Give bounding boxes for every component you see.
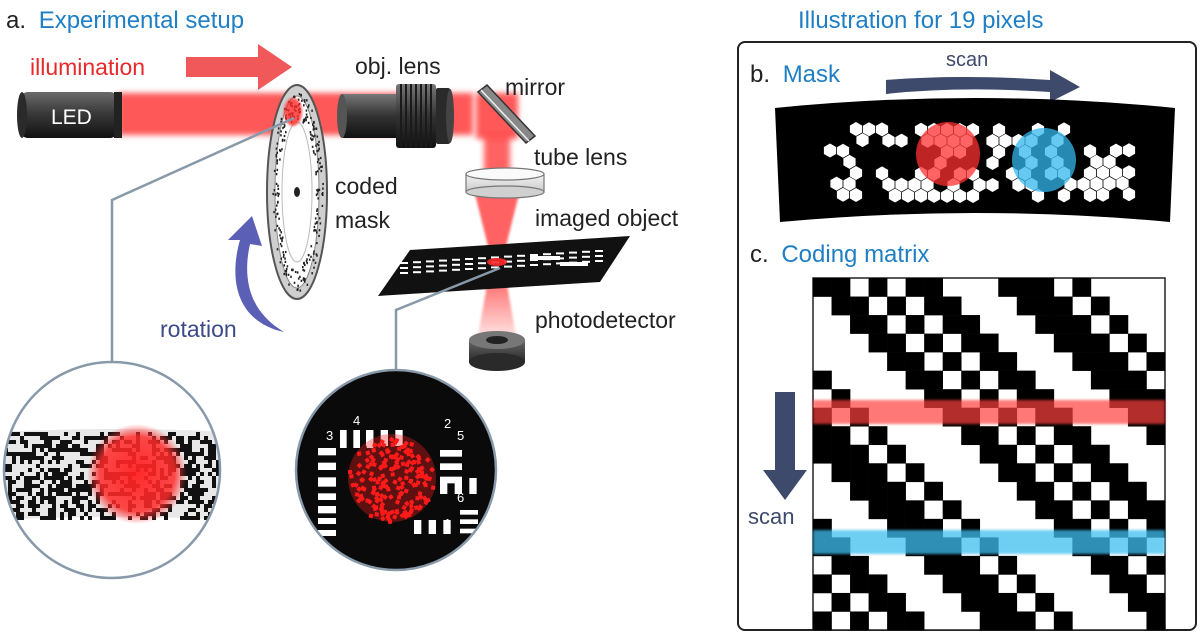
led-label: LED — [51, 106, 92, 129]
beam-to-detector — [478, 262, 516, 336]
photodetector-icon — [469, 331, 525, 371]
beam-focused — [474, 190, 520, 258]
matrix-scan-arrow — [763, 392, 807, 500]
target-number: 5 — [457, 428, 464, 443]
panel-a-letter: a. — [6, 7, 26, 34]
target-zoom-magnifier: 4 3 2 5 6 1 — [294, 368, 498, 572]
photodetector-label: photodetector — [535, 307, 676, 333]
mask-scan-label: scan — [946, 49, 988, 71]
tube-lens-icon — [465, 167, 545, 199]
panel-c: c. Coding matrix scan — [748, 241, 1166, 631]
coded-mask-disk-icon — [266, 84, 328, 300]
panel-c-letter: c. — [750, 241, 769, 268]
svg-text:b. Mask: b. Mask — [750, 61, 841, 88]
panel-b-title: Mask — [783, 61, 841, 88]
mirror-label: mirror — [505, 74, 565, 100]
imaged-object-icon — [378, 236, 630, 296]
illumination-arrow — [186, 44, 292, 90]
target-number: 1 — [444, 516, 451, 531]
mask-cyan-highlight — [1012, 128, 1076, 192]
mag2-connector — [394, 266, 501, 370]
objective-lens-icon — [337, 84, 454, 148]
panel-b: b. Mask scan — [750, 49, 1175, 222]
imaged-object-label: imaged object — [535, 205, 679, 231]
mask-red-highlight — [916, 122, 980, 186]
mask-scan-arrow — [886, 70, 1080, 102]
matrix-scan-label: scan — [748, 504, 794, 529]
mag1-connector — [110, 116, 295, 362]
rotation-label: rotation — [160, 316, 237, 342]
panel-a: a. Experimental setup illumination LED — [2, 7, 679, 580]
right-header: Illustration for 19 pixels — [798, 7, 1043, 34]
led-icon: LED — [17, 92, 122, 138]
obj-lens-label: obj. lens — [355, 53, 441, 79]
target-number: 3 — [326, 428, 333, 443]
target-number: 6 — [457, 490, 464, 505]
svg-text:a. Experimental setup: a. Experimental setup — [6, 7, 244, 34]
coded-label: coded — [335, 173, 398, 199]
mask-label: mask — [335, 207, 390, 233]
svg-text:c. Coding matrix: c. Coding matrix — [750, 241, 929, 268]
panel-b-letter: b. — [750, 61, 770, 88]
target-number: 2 — [444, 416, 451, 431]
matrix-cyan-row-highlight — [813, 530, 1165, 554]
matrix-red-row-highlight — [813, 400, 1165, 424]
tube-lens-label: tube lens — [534, 144, 627, 170]
mask-zoom-magnifier — [2, 360, 222, 580]
panel-c-title: Coding matrix — [781, 241, 929, 268]
target-number: 4 — [353, 413, 360, 428]
mirror-icon — [476, 83, 537, 145]
illumination-label: illumination — [30, 54, 145, 80]
rotation-arrow — [228, 216, 284, 332]
panel-a-title: Experimental setup — [39, 7, 244, 34]
